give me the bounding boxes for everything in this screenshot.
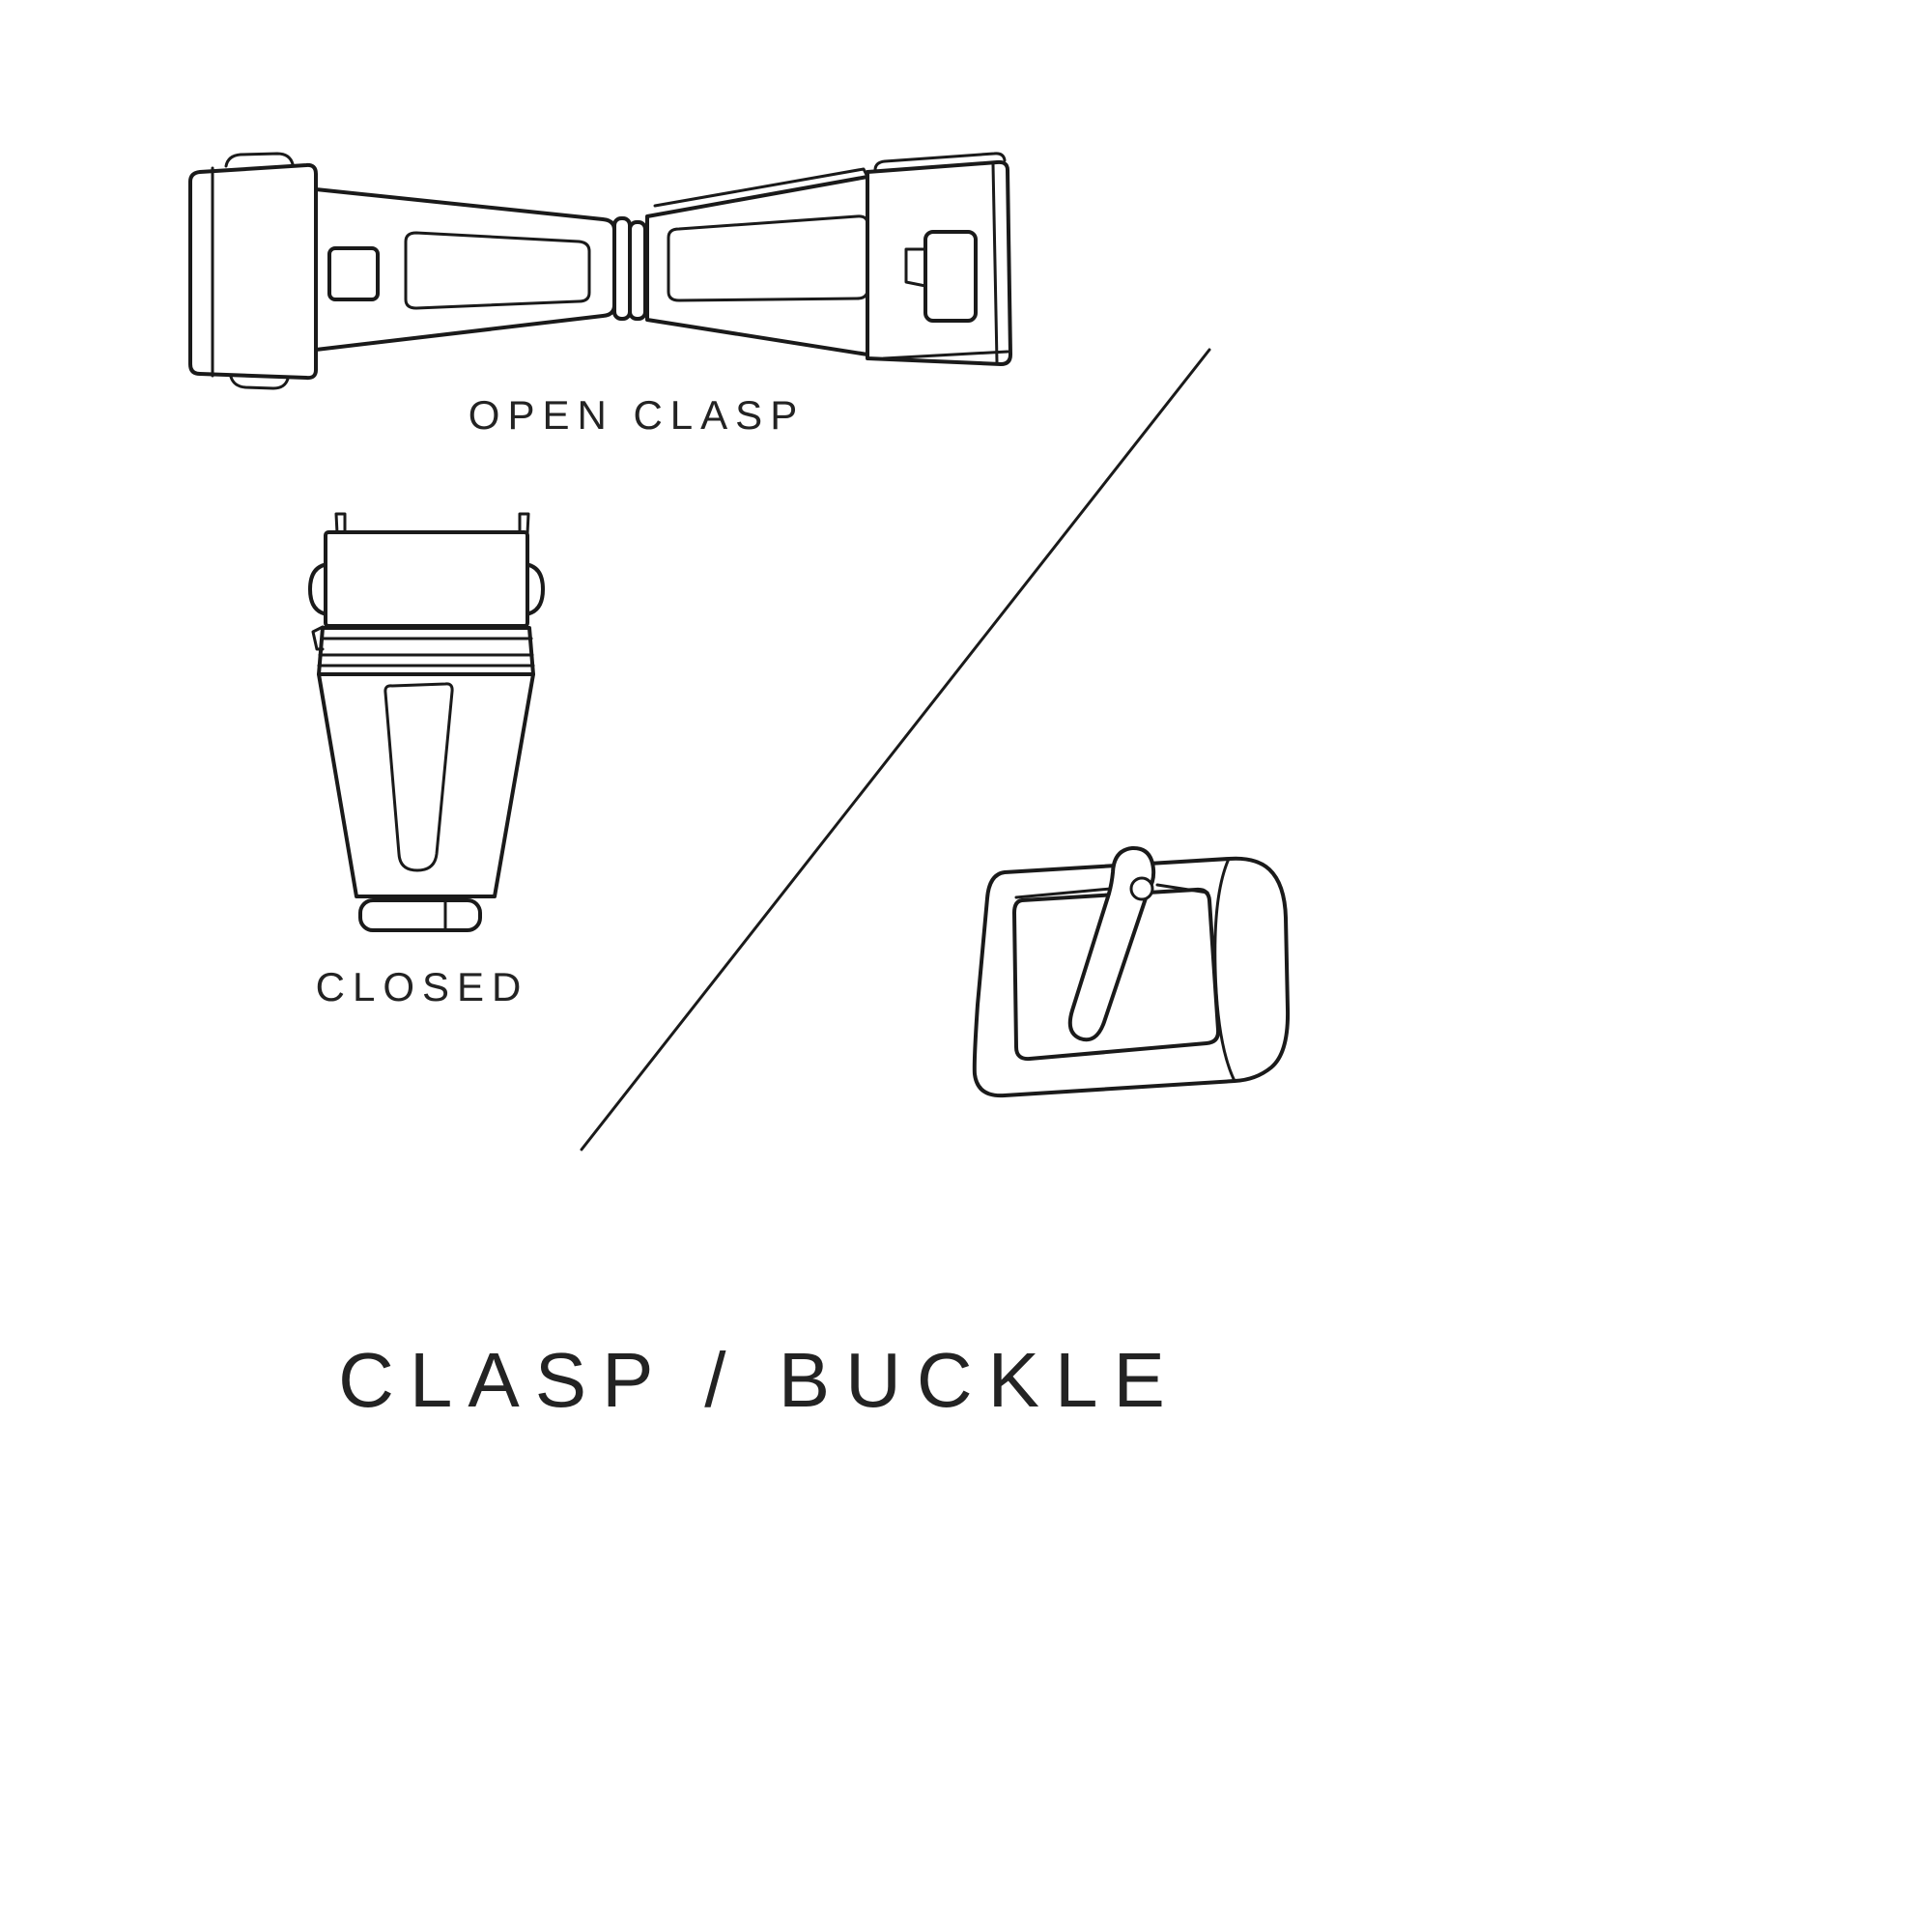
- open-clasp-illustration: [188, 152, 1012, 390]
- buckle-tang-coil: [1129, 876, 1154, 901]
- closed-clasp-body: [317, 672, 535, 898]
- diagonal-divider-line: [580, 348, 1211, 1151]
- open-clasp-catch: [923, 230, 978, 323]
- diagram-title: CLASP / BUCKLE: [338, 1337, 1180, 1423]
- open-clasp-caption: OPEN CLASP: [468, 392, 806, 438]
- closed-clasp-bands: [317, 626, 535, 676]
- closed-clasp-top-block: [324, 530, 529, 628]
- closed-clasp-illustration: [308, 512, 545, 932]
- open-clasp-pusher-notch: [327, 246, 380, 301]
- open-clasp-hinge: [612, 216, 632, 321]
- open-clasp-right-link: [645, 175, 869, 356]
- closed-clasp-caption: CLOSED: [315, 964, 529, 1009]
- pin-buckle-illustration: [972, 845, 1291, 1098]
- closed-clasp-foot: [358, 898, 482, 932]
- buckle-pin: [1014, 887, 1113, 899]
- open-clasp-left-end: [188, 162, 318, 381]
